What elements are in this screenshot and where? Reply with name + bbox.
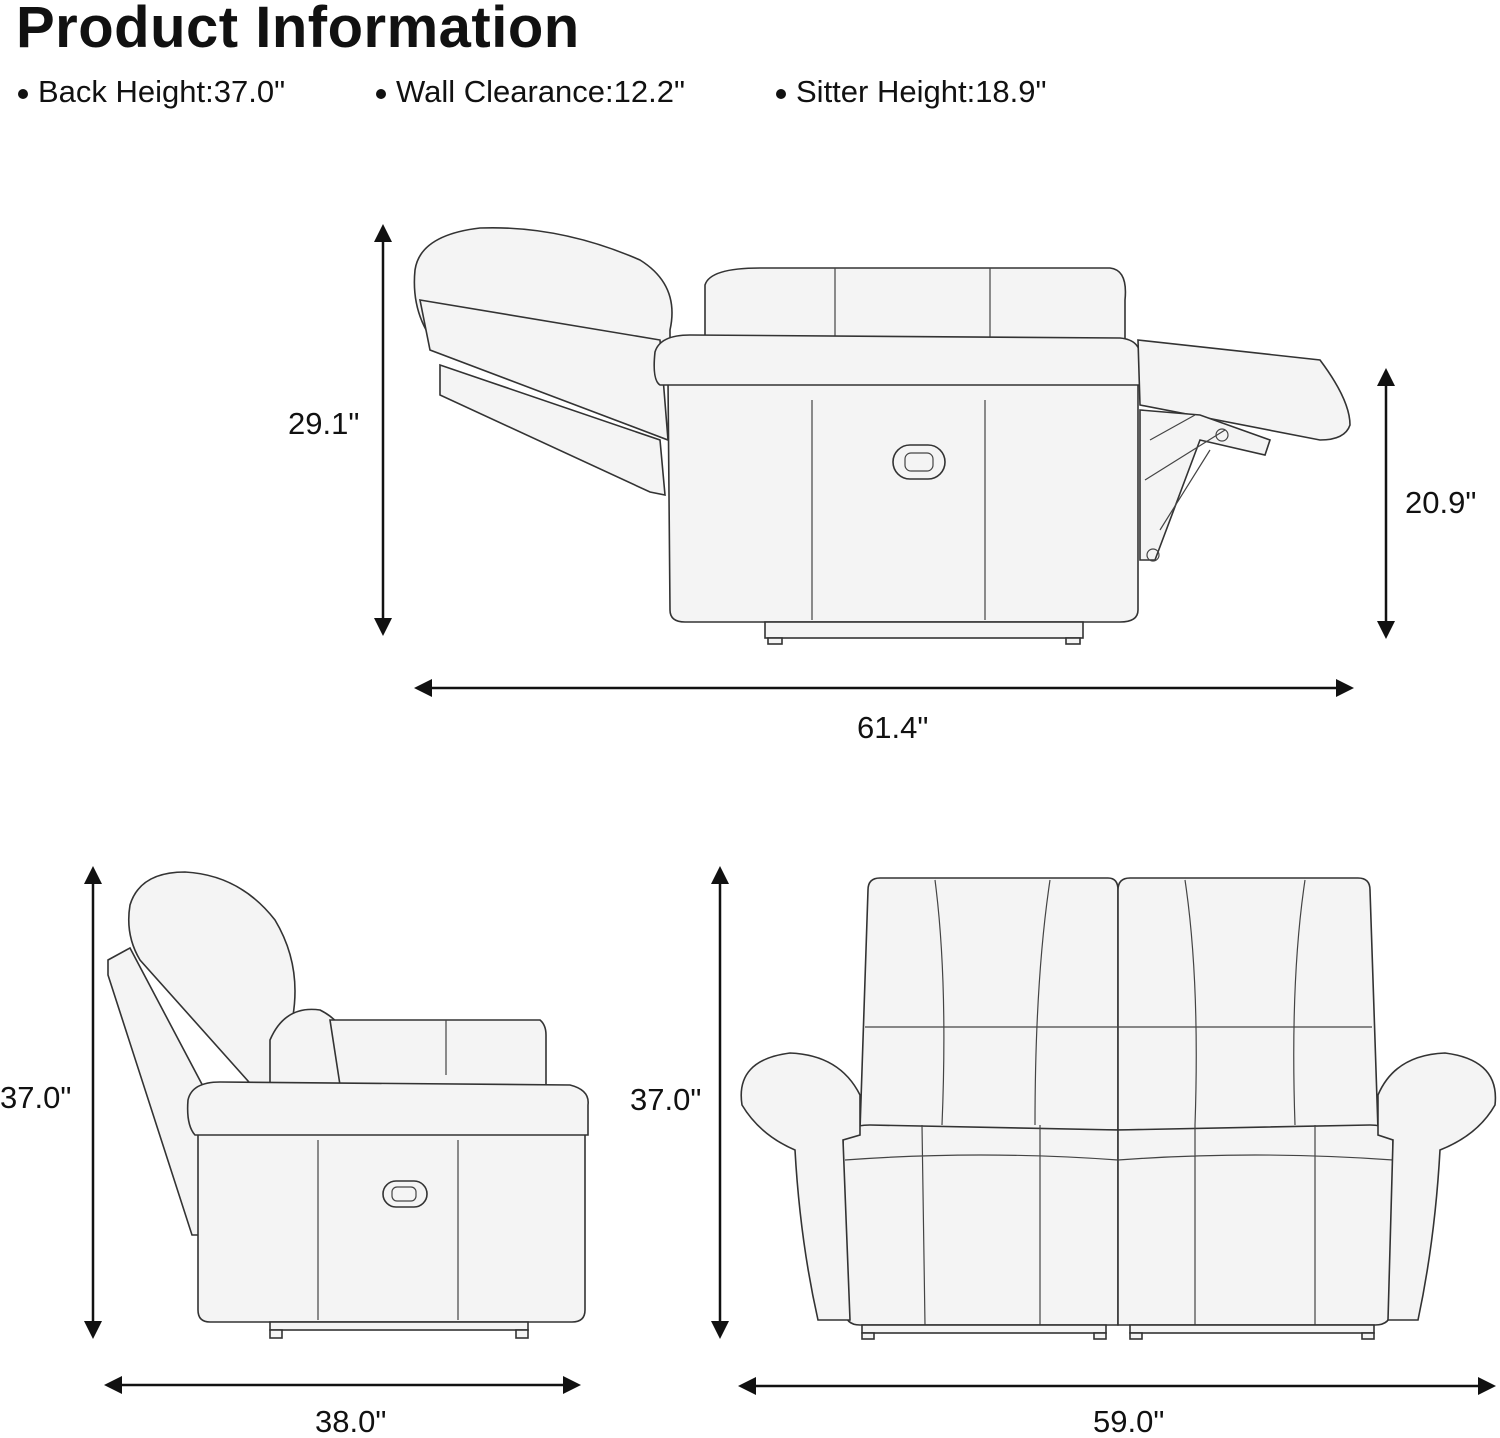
depth-label: 38.0": [315, 1404, 386, 1438]
bullet-icon: [376, 88, 386, 99]
footrest-height-arrow: [1377, 368, 1395, 639]
spec-sitter-height: Sitter Height:18.9": [776, 74, 1047, 110]
height-dimension-arrow: [374, 224, 392, 636]
bullet-icon: [776, 88, 786, 99]
spec-label: Back Height:37.0": [38, 74, 286, 109]
depth-dimension-arrow: [104, 1376, 581, 1394]
recline-handle: [382, 1180, 428, 1208]
spec-label: Sitter Height:18.9": [796, 74, 1047, 109]
spec-label: Wall Clearance:12.2": [396, 74, 685, 109]
width-label: 59.0": [1093, 1404, 1164, 1438]
spec-back-height: Back Height:37.0": [18, 74, 285, 110]
bullet-icon: [18, 88, 28, 99]
front-sofa-drawing: [740, 877, 1497, 1340]
side-height-arrow: [84, 866, 102, 1339]
reclined-length-label: 61.4": [857, 710, 928, 745]
recline-handle: [892, 444, 946, 480]
spec-wall-clearance: Wall Clearance:12.2": [376, 74, 685, 110]
page-title: Product Information: [16, 0, 580, 60]
reclined-sofa-drawing: [413, 226, 1351, 645]
reclined-height-label: 29.1": [288, 406, 359, 441]
width-dimension-arrow: [738, 1377, 1496, 1395]
footrest-height-label: 20.9": [1405, 485, 1476, 520]
side-height-label: 37.0": [0, 1080, 71, 1115]
front-height-arrow: [711, 866, 729, 1339]
length-dimension-arrow: [414, 679, 1354, 697]
side-sofa-drawing: [107, 871, 589, 1339]
front-height-label: 37.0": [630, 1082, 701, 1117]
